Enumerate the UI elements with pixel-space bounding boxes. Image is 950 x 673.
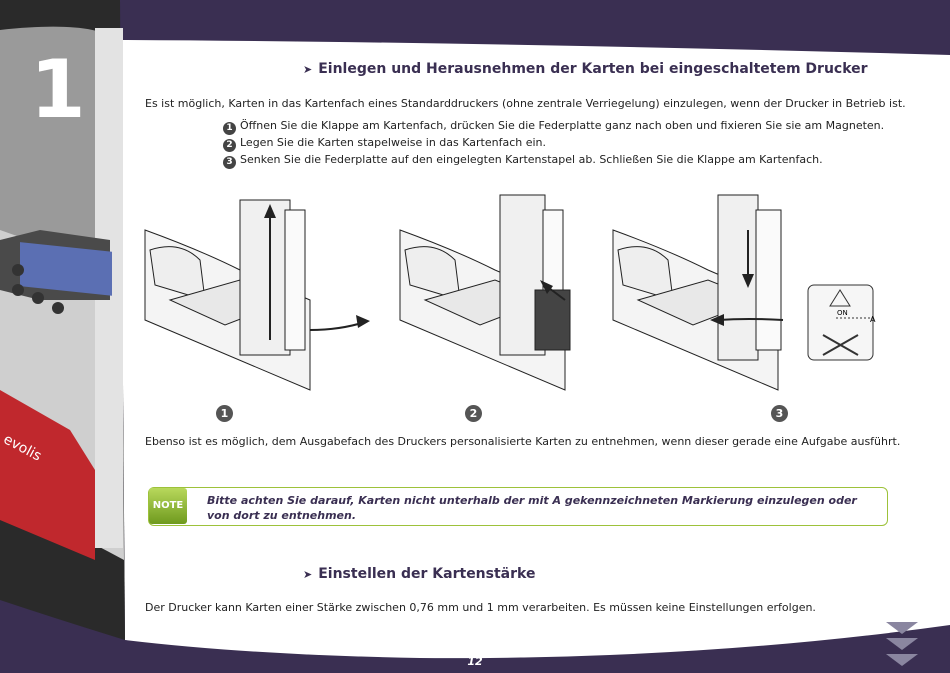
figure-step-1 [144, 199, 370, 391]
figure-step-2 [399, 194, 571, 391]
section-title-text: Einlegen und Herausnehmen der Karten bei… [318, 61, 868, 77]
thickness-paragraph: Der Drucker kann Karten einer Stärke zwi… [145, 601, 816, 614]
label-on: ON [837, 309, 848, 317]
step-text: Öffnen Sie die Klappe am Kartenfach, drü… [240, 119, 885, 132]
arrow-right-icon: ➤ [303, 63, 313, 76]
note-icon: NOTE [149, 488, 187, 524]
arrow-right-icon: ➤ [303, 568, 313, 581]
step-number: 1 [223, 122, 236, 135]
section-title-thickness: ➤ Einstellen der Kartenstärke [303, 566, 535, 582]
output-paragraph: Ebenso ist es möglich, dem Ausgabefach d… [145, 435, 901, 448]
figure-number-2: 2 [465, 405, 482, 422]
note-box [148, 487, 888, 526]
note-text: Bitte achten Sie darauf, Karten nicht un… [207, 494, 857, 522]
chevron-down-icon[interactable] [886, 622, 918, 670]
step-text: Senken Sie die Federplatte auf den einge… [240, 153, 823, 166]
page-number: 12 [467, 655, 483, 668]
step-number: 3 [223, 156, 236, 169]
figure-number-1: 1 [216, 405, 233, 422]
section-title-cards: ➤ Einlegen und Herausnehmen der Karten be… [303, 61, 868, 77]
step-2: 2 Legen Sie die Karten stapelweise in das… [223, 136, 546, 152]
step-1: 1 Öffnen Sie die Klappe am Kartenfach, dr… [223, 119, 884, 135]
step-number: 2 [223, 139, 236, 152]
chapter-number: 1 [30, 43, 86, 136]
section-title-text: Einstellen der Kartenstärke [318, 566, 536, 582]
label-a: A [870, 315, 876, 324]
intro-paragraph: Es ist möglich, Karten in das Kartenfach… [145, 97, 906, 110]
step-text: Legen Sie die Karten stapelweise in das … [240, 136, 546, 149]
step-3: 3 Senken Sie die Federplatte auf den eing… [223, 153, 823, 169]
figure-number-3: 3 [771, 405, 788, 422]
figure-step-3: ON A [612, 194, 876, 391]
